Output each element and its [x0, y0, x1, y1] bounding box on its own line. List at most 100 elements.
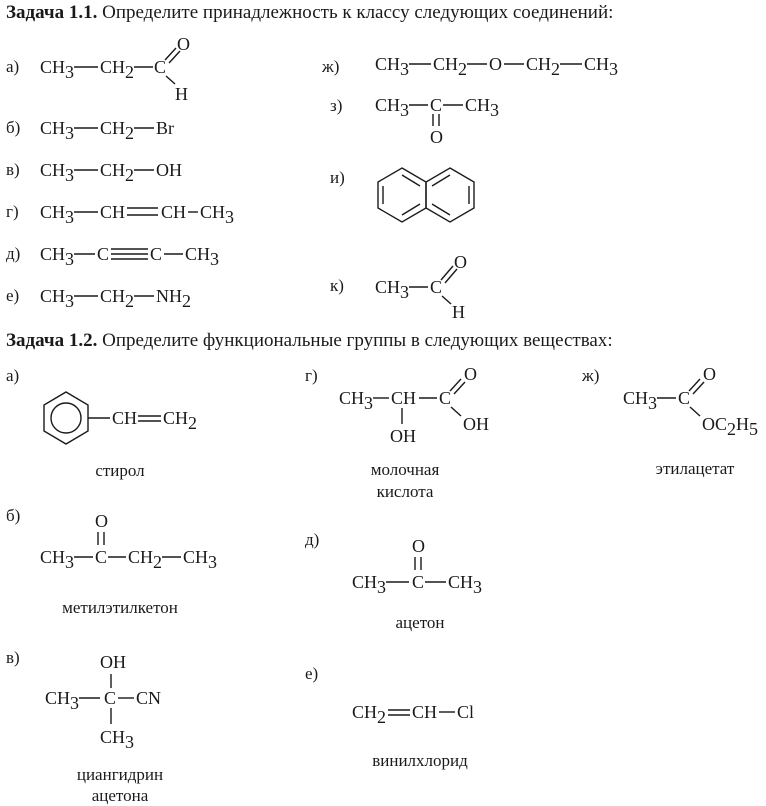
formula-naphthalene	[377, 167, 475, 223]
formula-acetone-2: O CH3 C CH3	[352, 536, 482, 597]
t2-label-e: е)	[305, 664, 319, 683]
svg-text:CN: CN	[136, 688, 161, 708]
t1-label-zh: ж)	[322, 57, 340, 76]
svg-text:O: O	[464, 364, 477, 384]
svg-text:CH: CH	[112, 408, 137, 428]
name-ethyl-acetate: этилацетат	[655, 459, 735, 478]
svg-text:CH3: CH3	[45, 688, 79, 713]
task-1-1-text: Определите принадлежность к классу следу…	[102, 2, 614, 23]
t1-label-k: к)	[330, 276, 344, 295]
svg-text:CH3: CH3	[448, 572, 482, 597]
t2-label-v: в)	[6, 648, 20, 667]
svg-text:O: O	[412, 536, 425, 556]
svg-text:CH: CH	[161, 202, 186, 222]
t1-label-z: з)	[330, 96, 343, 115]
svg-text:CH3: CH3	[200, 202, 234, 227]
t1-label-d: д)	[6, 244, 21, 263]
t1-label-e: е)	[6, 286, 20, 305]
svg-text:CH3: CH3	[465, 95, 499, 120]
svg-text:CH3: CH3	[352, 572, 386, 597]
formula-acetaldehyde: CH3 C O H	[375, 252, 467, 322]
svg-text:NH2: NH2	[156, 286, 191, 311]
t1-label-i: и)	[330, 168, 345, 187]
svg-text:O: O	[95, 511, 108, 531]
task-1-2-text: Определите функциональные группы в следу…	[102, 330, 613, 351]
svg-text:H: H	[452, 302, 465, 322]
formula-propanal: CH3 CH2 C O H	[40, 34, 190, 104]
svg-text:OH: OH	[100, 652, 126, 672]
svg-text:CH3: CH3	[100, 727, 134, 752]
svg-text:CH2: CH2	[352, 702, 386, 727]
task-1-1-title: Задача 1.1.	[6, 2, 98, 23]
svg-text:CH3: CH3	[40, 118, 74, 143]
name-lactic-acid-line2: кислота	[376, 482, 434, 501]
svg-text:CH: CH	[100, 202, 125, 222]
svg-text:C: C	[154, 57, 166, 77]
svg-text:CH3: CH3	[375, 95, 409, 120]
t2-label-g: г)	[305, 366, 318, 385]
t2-label-a: а)	[6, 366, 20, 385]
svg-text:O: O	[703, 364, 716, 384]
svg-text:C: C	[97, 244, 109, 264]
task-1-1-heading: Задача 1.1. Определите принадлежность к …	[6, 2, 613, 24]
task-1-2-title: Задача 1.2.	[6, 330, 98, 351]
svg-text:CH2: CH2	[100, 286, 134, 311]
formula-ethanol: CH3 CH2 OH	[40, 160, 182, 185]
svg-text:CH2: CH2	[100, 57, 134, 82]
svg-text:O: O	[177, 34, 190, 54]
formula-lactic-acid: CH3 CH C OH O OH	[339, 364, 489, 446]
formula-butene: CH3 CH CH CH3	[40, 202, 234, 227]
formula-styrene: CH CH2	[43, 391, 197, 445]
svg-text:OC2H5: OC2H5	[702, 414, 758, 439]
svg-text:CH: CH	[391, 388, 416, 408]
svg-text:OH: OH	[156, 160, 182, 180]
formula-diethyl-ether: CH3 CH2 O CH2 CH3	[375, 54, 618, 79]
svg-text:CH3: CH3	[40, 244, 74, 269]
t1-label-b: б)	[6, 118, 21, 137]
svg-text:CH2: CH2	[433, 54, 467, 79]
svg-text:O: O	[454, 252, 467, 272]
svg-text:CH3: CH3	[375, 54, 409, 79]
name-acetone: ацетон	[395, 613, 445, 632]
svg-text:C: C	[95, 547, 107, 567]
svg-text:CH2: CH2	[128, 547, 162, 572]
svg-text:H: H	[175, 84, 188, 104]
svg-text:O: O	[489, 54, 502, 74]
svg-text:CH3: CH3	[584, 54, 618, 79]
svg-text:CH3: CH3	[40, 202, 74, 227]
name-methyl-ethyl-ketone: метилэтилкетон	[62, 598, 178, 617]
svg-text:CH2: CH2	[100, 160, 134, 185]
t1-label-g: г)	[6, 202, 19, 221]
formula-methyl-ethyl-ketone: O CH3 C CH2 CH3	[40, 511, 217, 572]
svg-text:OH: OH	[390, 426, 416, 446]
svg-text:C: C	[412, 572, 424, 592]
svg-text:CH3: CH3	[623, 388, 657, 413]
t1-label-v: в)	[6, 160, 20, 179]
svg-text:Br: Br	[156, 118, 174, 138]
t2-label-b: б)	[6, 506, 21, 525]
t2-label-zh: ж)	[582, 366, 600, 385]
svg-text:C: C	[439, 388, 451, 408]
svg-text:C: C	[430, 277, 442, 297]
formula-bromoethane: CH3 CH2 Br	[40, 118, 174, 143]
svg-text:CH3: CH3	[40, 57, 74, 82]
svg-text:CH3: CH3	[40, 547, 74, 572]
formula-acetone-1: CH3 C CH3 O	[375, 95, 499, 147]
svg-text:CH2: CH2	[526, 54, 560, 79]
svg-text:CH3: CH3	[375, 277, 409, 302]
name-lactic-acid-line1: молочная	[370, 460, 440, 479]
svg-text:CH3: CH3	[40, 286, 74, 311]
svg-text:CH2: CH2	[100, 118, 134, 143]
t2-label-d: д)	[305, 530, 320, 549]
formula-vinyl-chloride: CH2 CH Cl	[352, 702, 474, 727]
formula-cyanohydrin: OH CH3 C CN CH3	[45, 652, 161, 752]
svg-text:CH3: CH3	[185, 244, 219, 269]
formula-ethylamine: CH3 CH2 NH2	[40, 286, 191, 311]
svg-text:O: O	[430, 127, 443, 147]
svg-text:CH3: CH3	[339, 388, 373, 413]
svg-text:Cl: Cl	[457, 702, 474, 722]
name-vinyl-chloride: винилхлорид	[372, 751, 468, 770]
task-1-2-heading: Задача 1.2. Определите функциональные гр…	[6, 330, 613, 352]
